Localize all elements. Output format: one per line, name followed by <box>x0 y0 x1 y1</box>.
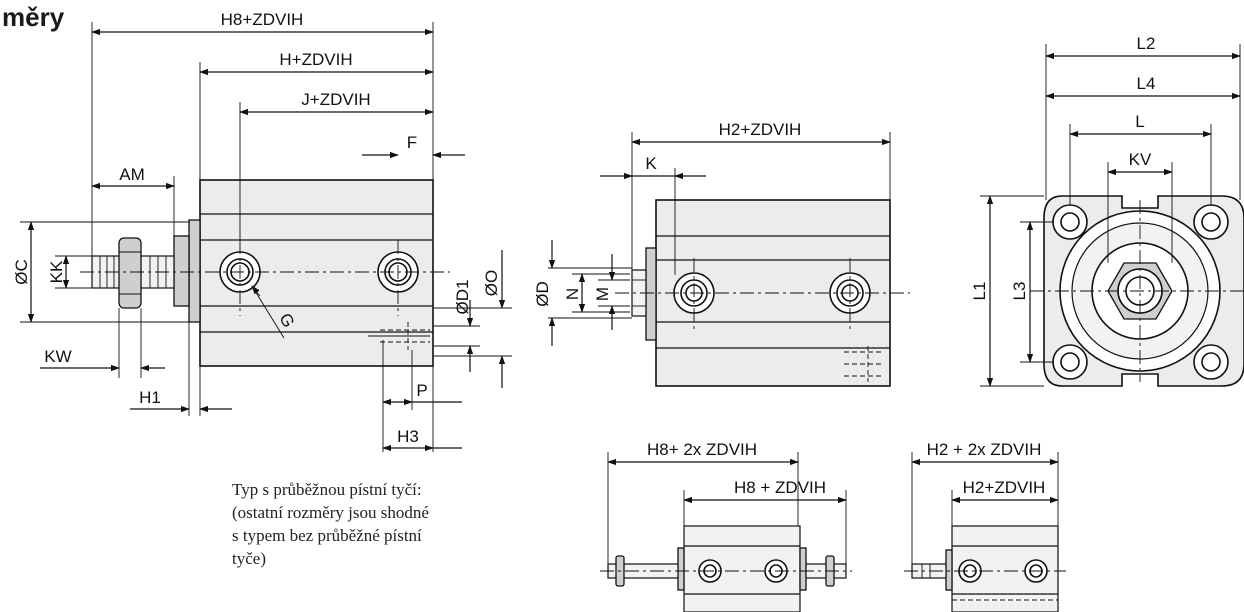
dim-l2-label: L2 <box>1137 34 1156 53</box>
side-view: H8+ZDVIH H+ZDVIH J+ZDVIH F AM ØC KK G ØD… <box>12 10 512 452</box>
note-line-4: tyče) <box>232 549 266 568</box>
dim-m-label: M <box>593 287 612 301</box>
end-view: L2 L4 L KV L1 L3 <box>970 34 1244 387</box>
dim-kk-label: KK <box>47 260 66 283</box>
through-rod-view-a: H8+ 2x ZDVIH H8 + ZDVIH <box>600 440 852 612</box>
front-view: H2+ZDVIH K ØD N M <box>533 120 910 387</box>
dim-d1-label: ØD1 <box>453 280 472 315</box>
dim-p-label: P <box>416 381 427 400</box>
dim-b-total-label: H2 + 2x ZDVIH <box>927 440 1042 459</box>
dim-a-total-label: H8+ 2x ZDVIH <box>647 440 757 459</box>
dim-kw-label: KW <box>44 347 71 366</box>
dim-l1-label: L1 <box>970 282 989 301</box>
dim-am-label: AM <box>119 165 145 184</box>
dim-o-label: ØO <box>482 270 501 296</box>
dim-h8-label: H8+ZDVIH <box>221 10 304 29</box>
dim-h-label: H+ZDVIH <box>279 50 352 69</box>
dim-a-single-label: H8 + ZDVIH <box>734 478 826 497</box>
dim-c-label: ØC <box>12 259 31 285</box>
note-line-1: Typ s průběžnou pístní tyčí: <box>232 480 422 499</box>
through-rod-view-b: H2 + 2x ZDVIH H2+ZDVIH <box>904 440 1066 612</box>
note-line-2: (ostatní rozměry jsou shodné <box>232 503 429 522</box>
dim-n-label: N <box>563 288 582 300</box>
dim-b-single-label: H2+ZDVIH <box>963 478 1046 497</box>
dim-h2-label: H2+ZDVIH <box>719 120 802 139</box>
dim-j-label: J+ZDVIH <box>301 90 370 109</box>
dim-h1-label: H1 <box>139 388 161 407</box>
page-title: měry <box>2 2 65 32</box>
through-rod-note: Typ s průběžnou pístní tyčí: (ostatní ro… <box>232 478 482 570</box>
dim-f-label: F <box>407 133 417 152</box>
dim-l3-label: L3 <box>1010 282 1029 301</box>
dim-h3-label: H3 <box>397 427 419 446</box>
note-line-3: s typem bez průběžné pístní <box>232 526 422 545</box>
dim-kv-label: KV <box>1129 150 1152 169</box>
dim-k-label: K <box>645 154 657 173</box>
dim-d-label: ØD <box>533 281 552 307</box>
dim-l4-label: L4 <box>1137 74 1156 93</box>
dim-l-label: L <box>1135 112 1144 131</box>
